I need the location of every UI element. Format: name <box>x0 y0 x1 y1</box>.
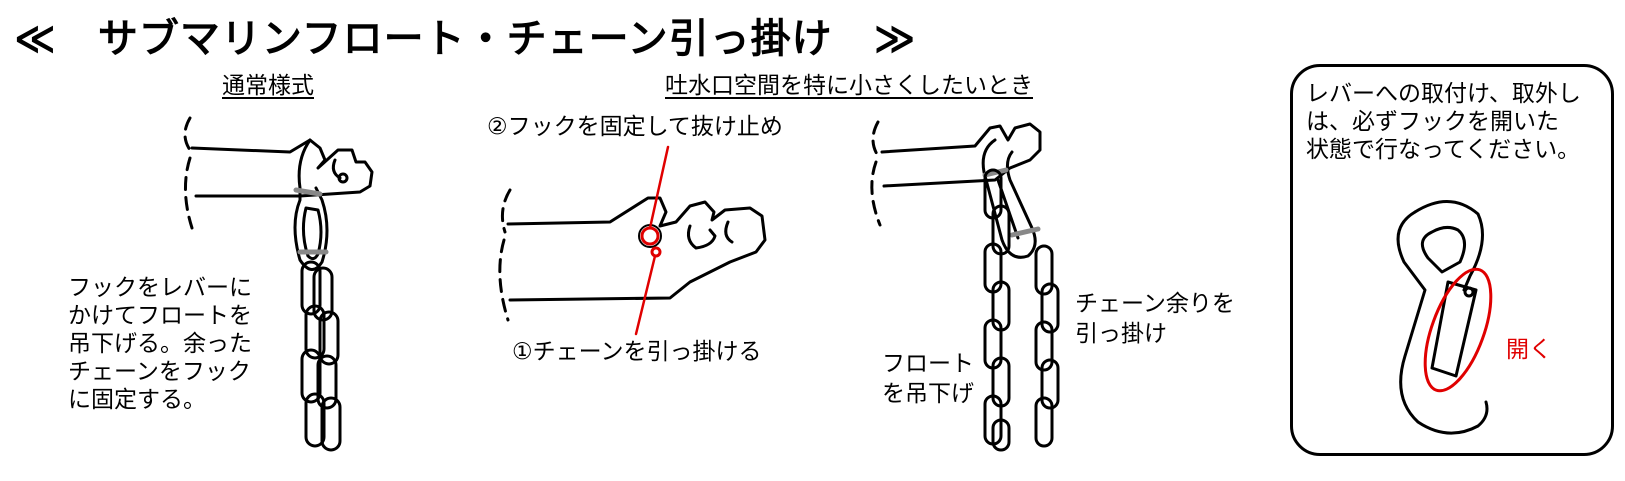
step1-label: ①チェーンを引っ掛ける <box>512 339 762 365</box>
standard-note-line-4: チェーンをフック <box>68 359 251 385</box>
narrow-hook-illustration <box>981 138 1041 259</box>
caution-note-line-3: 状態で行なってください。 <box>1306 137 1581 163</box>
narrow-chain-left-illustration <box>983 168 1011 452</box>
open-gate-marker <box>1423 267 1493 393</box>
step2-label: ②フックを固定して抜け止め <box>487 114 783 140</box>
snap-hook-illustration <box>1396 200 1489 435</box>
float-hang-line-2: を吊下げ <box>882 381 974 407</box>
narrow-chain-right-illustration <box>1034 244 1060 448</box>
caution-note-line-2: は、必ずフックを開いた <box>1306 109 1559 135</box>
standard-hook-illustration <box>293 138 329 271</box>
float-hang-line-1: フロート <box>882 351 974 377</box>
step-fixing-point <box>634 145 670 336</box>
section-heading-narrow-space: 吐水口空間を特に小さくしたいとき <box>665 73 1033 99</box>
standard-chain-illustration <box>300 260 342 452</box>
excess-chain-line-2: 引っ掛け <box>1075 321 1167 347</box>
open-label: 開く <box>1506 337 1552 363</box>
step-lever-illustration <box>498 188 767 322</box>
standard-note-line-3: 吊下げる。余った <box>68 331 252 357</box>
excess-chain-line-1: チェーン余りを <box>1075 291 1235 317</box>
page-title: ≪ サブマリンフロート・チェーン引っ掛け ≫ <box>14 16 917 62</box>
section-heading-standard: 通常様式 <box>222 73 314 99</box>
caution-note-line-1: レバーへの取付け、取外し <box>1306 81 1581 107</box>
standard-lever-illustration <box>183 116 374 230</box>
standard-note-line-5: に固定する。 <box>68 387 206 413</box>
caution-note-box <box>1290 64 1614 456</box>
narrow-lever-illustration <box>870 120 1042 227</box>
standard-note-line-2: かけてフロートを <box>68 303 252 329</box>
standard-note-line-1: フックをレバーに <box>68 275 252 301</box>
